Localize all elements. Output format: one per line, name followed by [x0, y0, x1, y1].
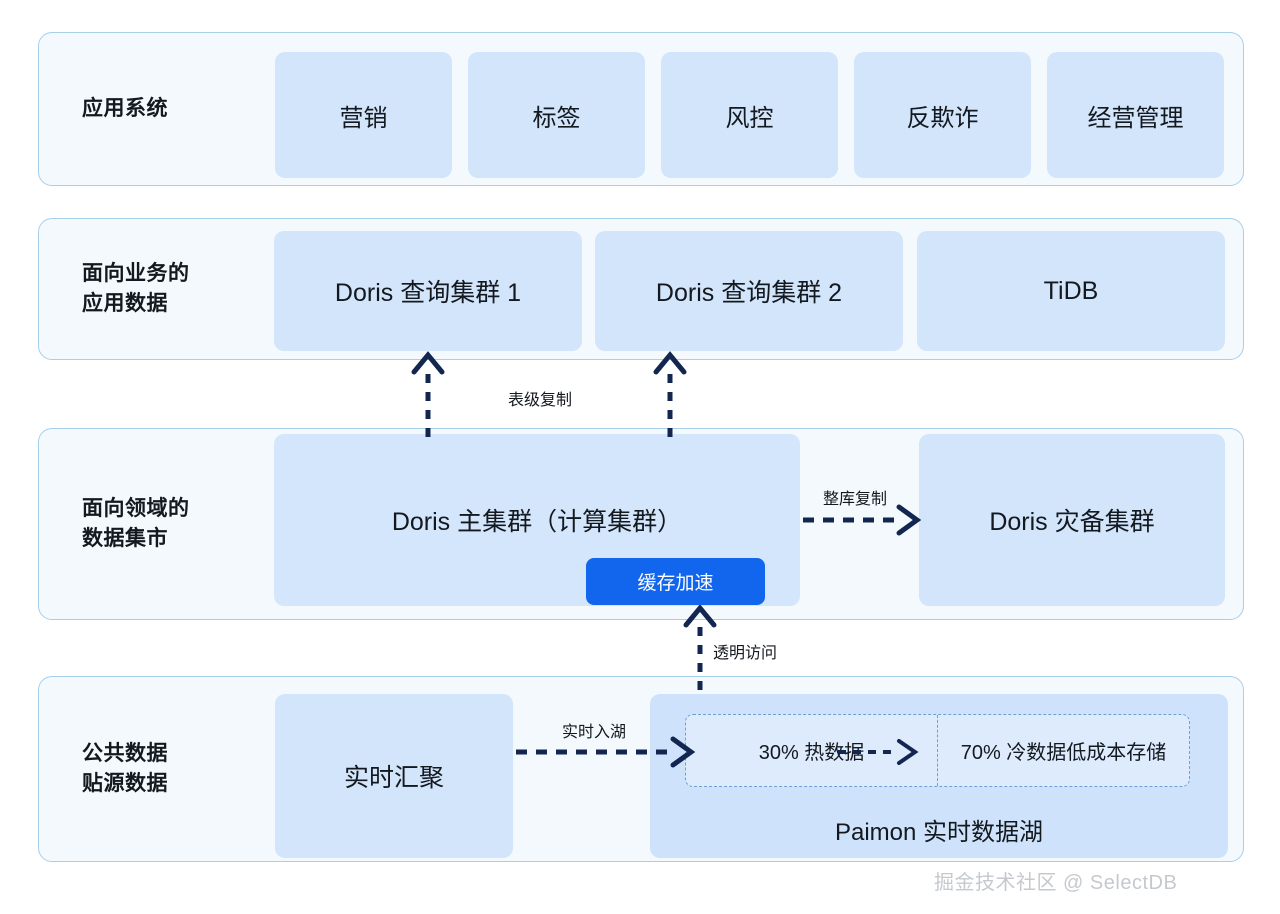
paimon-tier-cold: 70% 冷数据低成本存储 — [960, 742, 1167, 764]
arrow-main-to-query-cluster-2 — [653, 351, 687, 437]
paimon-lake-title: Paimon 实时数据湖 — [834, 819, 1044, 846]
card-doris-query-cluster-1[interactable]: Doris 查询集群 1 — [274, 231, 582, 351]
layer-label-domain-data-mart: 面向领域的 数据集市 — [82, 496, 190, 550]
connector-label-table-level-replication: 表级复制 — [508, 392, 573, 409]
card-paimon-lake[interactable]: 30% 热数据 70% 冷数据低成本存储 Paimon 实时数据湖 — [650, 694, 1228, 858]
layer-label-application-systems: 应用系统 — [82, 96, 168, 120]
connector-label-transparent-access: 透明访问 — [713, 645, 778, 662]
paimon-tier-hot: 30% 热数据 — [686, 715, 938, 786]
card-business-management[interactable]: 经营管理 — [1047, 52, 1224, 178]
card-doris-dr-cluster[interactable]: Doris 灾备集群 — [919, 434, 1225, 606]
card-tagging[interactable]: 标签 — [468, 52, 645, 178]
connector-label-full-db-replication: 整库复制 — [823, 491, 888, 508]
card-risk-control[interactable]: 风控 — [661, 52, 838, 178]
card-anti-fraud[interactable]: 反欺诈 — [854, 52, 1031, 178]
connector-label-realtime-into-lake: 实时入湖 — [562, 724, 627, 741]
card-tidb[interactable]: TiDB — [917, 231, 1225, 351]
watermark: 掘金技术社区 @ SelectDB — [934, 872, 1178, 894]
paimon-tier-panel: 30% 热数据 70% 冷数据低成本存储 — [685, 714, 1190, 787]
card-realtime-aggregation[interactable]: 实时汇聚 — [275, 694, 513, 858]
chip-cache-acceleration[interactable]: 缓存加速 — [586, 558, 765, 605]
card-doris-query-cluster-2[interactable]: Doris 查询集群 2 — [595, 231, 903, 351]
layer-label-business-application-data: 面向业务的 应用数据 — [82, 261, 190, 315]
card-marketing[interactable]: 营销 — [275, 52, 452, 178]
arrow-main-to-query-cluster-1 — [411, 351, 445, 437]
layer-label-public-source-data: 公共数据 贴源数据 — [82, 741, 168, 795]
